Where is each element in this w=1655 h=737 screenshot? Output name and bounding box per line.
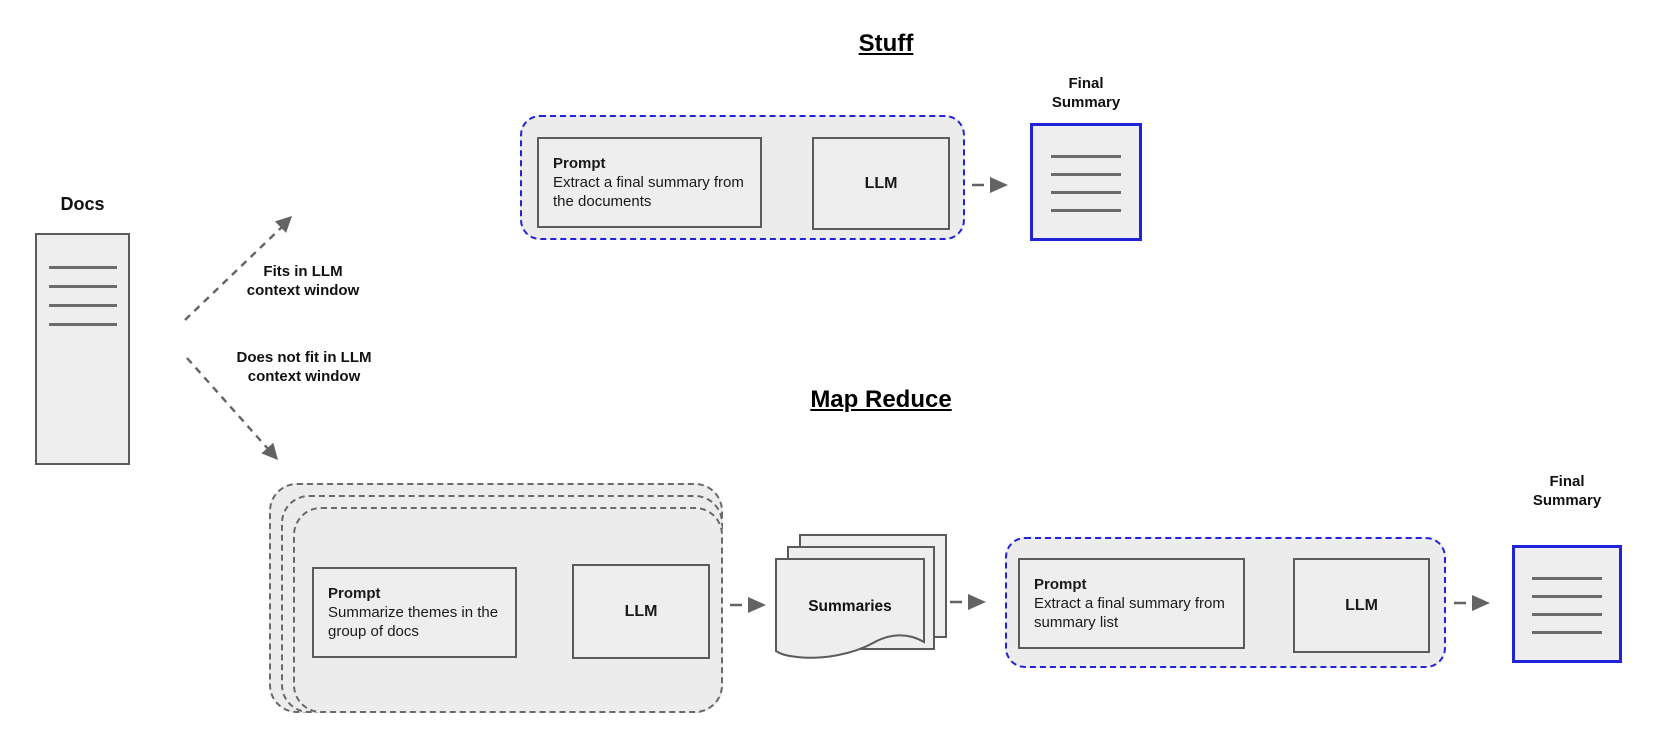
stuff-section-title: Stuff [858, 30, 914, 57]
arrow-map-to-summaries [730, 597, 766, 613]
arrow-summaries-to-reduce [950, 594, 986, 610]
reduce-prompt-text: Extract a final summary from summary lis… [1034, 595, 1225, 631]
map-reduce-section-title: Map Reduce [810, 386, 952, 413]
map-final-summary-lines [1515, 548, 1619, 649]
arrow-docs-to-mapreduce [186, 357, 278, 460]
branch-label-does-not-fit: Does not fit in LLM context window [236, 349, 372, 385]
reduce-prompt-title: Prompt [1034, 576, 1087, 593]
stuff-final-summary-document [1030, 123, 1142, 241]
docs-text-lines [37, 235, 128, 342]
branch-label-fits: Fits in LLM context window [246, 263, 360, 299]
map-final-summary-document [1512, 545, 1622, 663]
arrow-docs-to-stuff [184, 216, 292, 321]
map-prompt-title: Prompt [328, 585, 381, 602]
stuff-llm-box: LLM [812, 137, 950, 230]
map-prompt-box: Prompt Summarize themes in the group of … [312, 567, 517, 658]
reduce-prompt-box: Prompt Extract a final summary from summ… [1018, 558, 1245, 649]
map-llm-box: LLM [572, 564, 710, 659]
reduce-llm-box: LLM [1293, 558, 1430, 653]
summaries-label: Summaries [808, 598, 892, 615]
stuff-final-summary-lines [1033, 126, 1139, 227]
arrow-reduce-to-final-summary [1454, 595, 1490, 611]
map-final-summary-label: Final Summary [1532, 473, 1602, 509]
docs-label: Docs [60, 194, 105, 214]
map-prompt-text: Summarize themes in the group of docs [328, 604, 499, 640]
stuff-prompt-title: Prompt [553, 155, 606, 172]
stuff-prompt-box: Prompt Extract a final summary from the … [537, 137, 762, 228]
stuff-prompt-text: Extract a final summary from the documen… [553, 174, 744, 210]
summaries-document-front [775, 558, 925, 659]
stuff-final-summary-label: Final Summary [1051, 75, 1121, 111]
arrow-stuff-to-final-summary [972, 177, 1008, 193]
docs-document [35, 233, 130, 465]
